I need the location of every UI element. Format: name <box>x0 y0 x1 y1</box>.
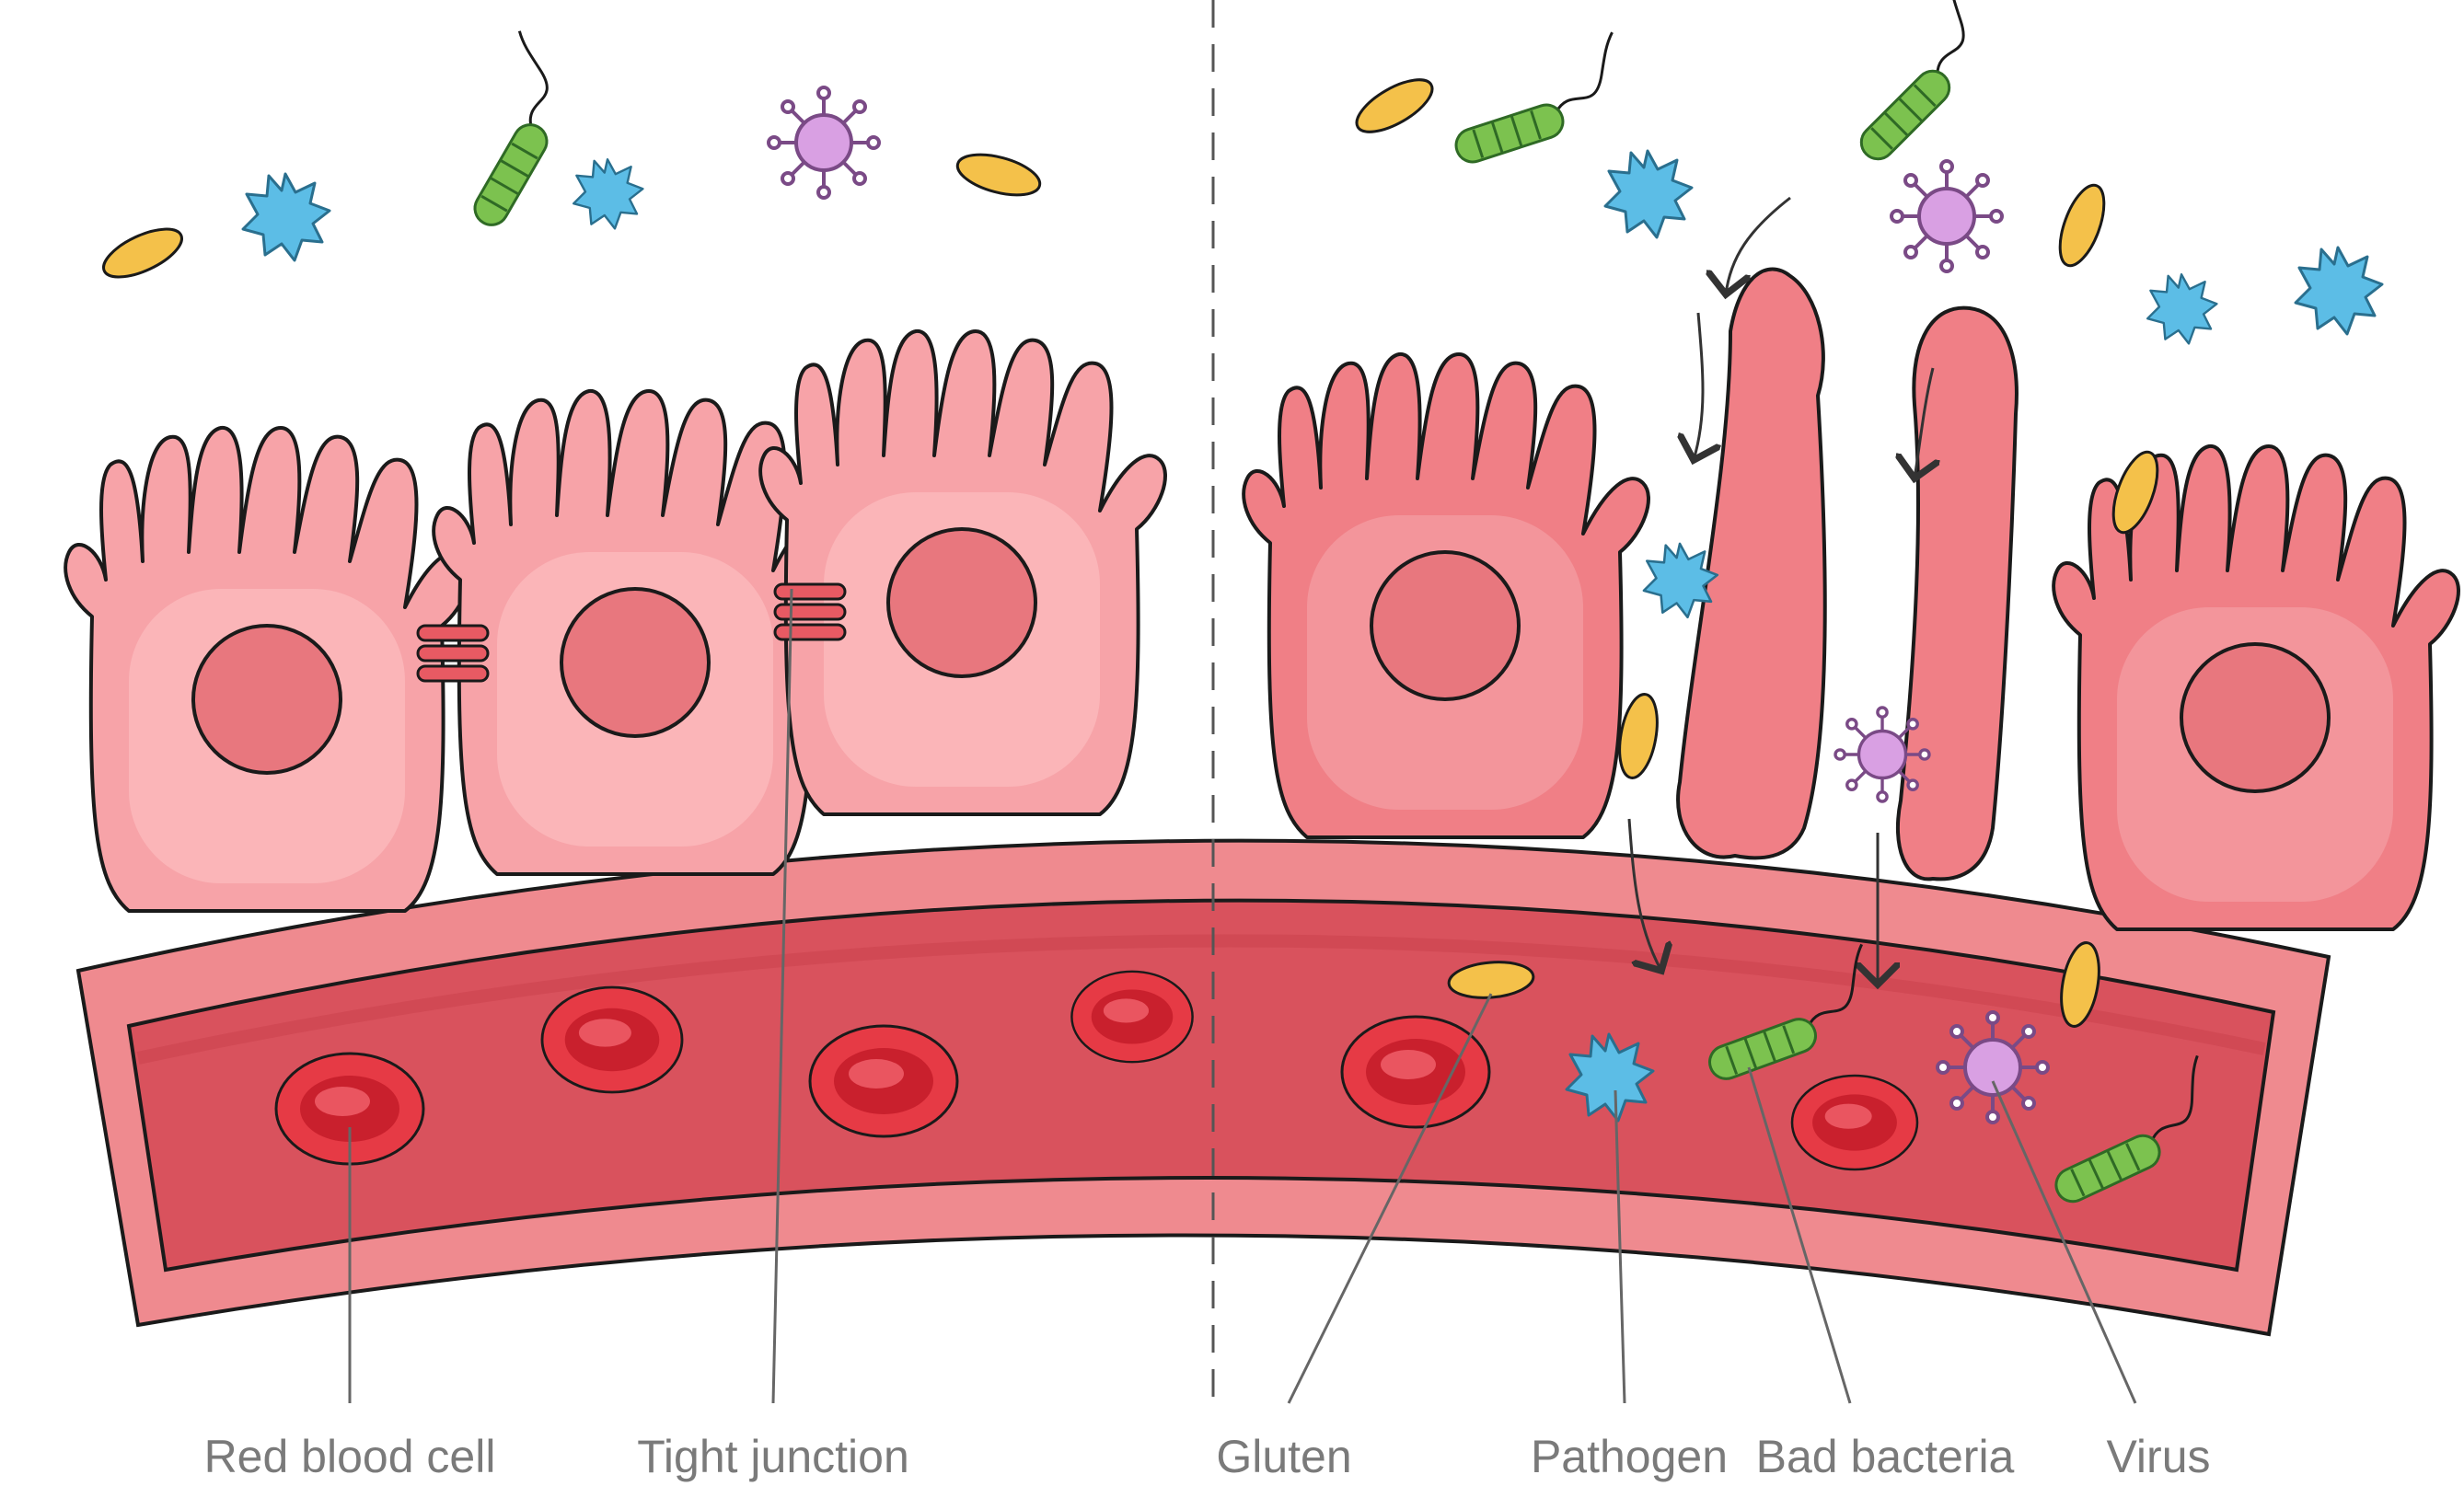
virus-icon <box>1835 708 1929 801</box>
bacteria-icon <box>1437 32 1637 166</box>
pathogen-icon <box>1605 151 1692 237</box>
red-blood-cell-icon <box>1342 1017 1489 1127</box>
tight-junction-icon <box>775 584 845 639</box>
red-blood-cell-icon <box>810 1026 957 1136</box>
pathogen-icon <box>243 174 330 260</box>
bacteria-icon <box>427 31 589 231</box>
epithelial-cell <box>760 331 1165 814</box>
particles-healthy-side <box>97 31 1044 287</box>
epithelial-cell <box>65 428 470 911</box>
pathogen-icon <box>2296 248 2382 334</box>
red-blood-cell-icon <box>542 987 682 1092</box>
label-tight-junction: Tight junction <box>637 1431 909 1482</box>
leaky-epithelium <box>1244 270 2458 930</box>
virus-icon <box>769 87 879 198</box>
gluten-icon <box>1349 70 1440 143</box>
damaged-cell <box>1898 308 2017 880</box>
gluten-icon <box>954 147 1045 203</box>
bacteria-icon <box>1821 0 2008 166</box>
healthy-epithelium <box>65 331 1165 911</box>
epithelial-cell-inflamed <box>1244 354 1648 837</box>
labels: Red blood cell Tight junction Gluten Pat… <box>204 1431 2211 1482</box>
label-red-blood-cell: Red blood cell <box>204 1431 496 1482</box>
label-virus: Virus <box>2106 1431 2210 1482</box>
virus-icon <box>1891 161 2002 271</box>
tight-junction-icon <box>418 626 488 681</box>
gluten-icon <box>2051 179 2112 271</box>
red-blood-cell-icon <box>1071 972 1192 1062</box>
red-blood-cell-icon <box>1792 1076 1917 1169</box>
pathogen-icon <box>2147 274 2216 343</box>
virus-icon <box>1938 1012 2048 1123</box>
gluten-icon <box>97 219 188 286</box>
label-pathogen: Pathogen <box>1531 1431 1728 1482</box>
pathogen-icon <box>573 159 642 228</box>
label-bad-bacteria: Bad bacteria <box>1756 1431 2015 1482</box>
label-gluten: Gluten <box>1216 1431 1351 1482</box>
